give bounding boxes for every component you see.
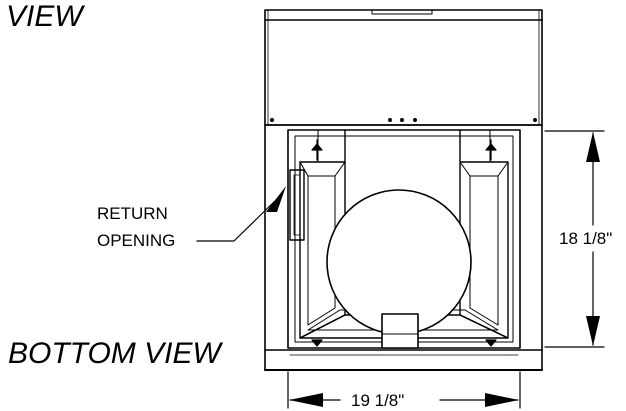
top-view-label: VIEW <box>6 0 83 33</box>
width-dimension-label: 19 1/8" <box>348 392 408 409</box>
height-arrow-top <box>586 132 600 162</box>
bottom-cabinet <box>264 124 543 371</box>
height-dimension-label: 18 1/8" <box>556 230 616 247</box>
height-arrow-bottom <box>586 316 600 346</box>
right-channel <box>459 129 509 339</box>
return-label-line2: OPENING <box>97 231 176 250</box>
width-arrow-right <box>485 393 519 407</box>
return-label-line1: RETURN <box>97 204 168 223</box>
callout-arrowhead <box>266 186 286 212</box>
height-dimension <box>544 130 605 348</box>
blower-drum <box>326 189 472 349</box>
bottom-frame <box>299 309 509 339</box>
width-arrow-left <box>289 393 323 407</box>
bottom-view-label: BOTTOM VIEW <box>8 337 221 370</box>
return-opening-slot <box>289 169 305 241</box>
top-cabinet <box>264 9 543 126</box>
callout-leader <box>196 197 279 242</box>
brackets <box>311 139 497 347</box>
